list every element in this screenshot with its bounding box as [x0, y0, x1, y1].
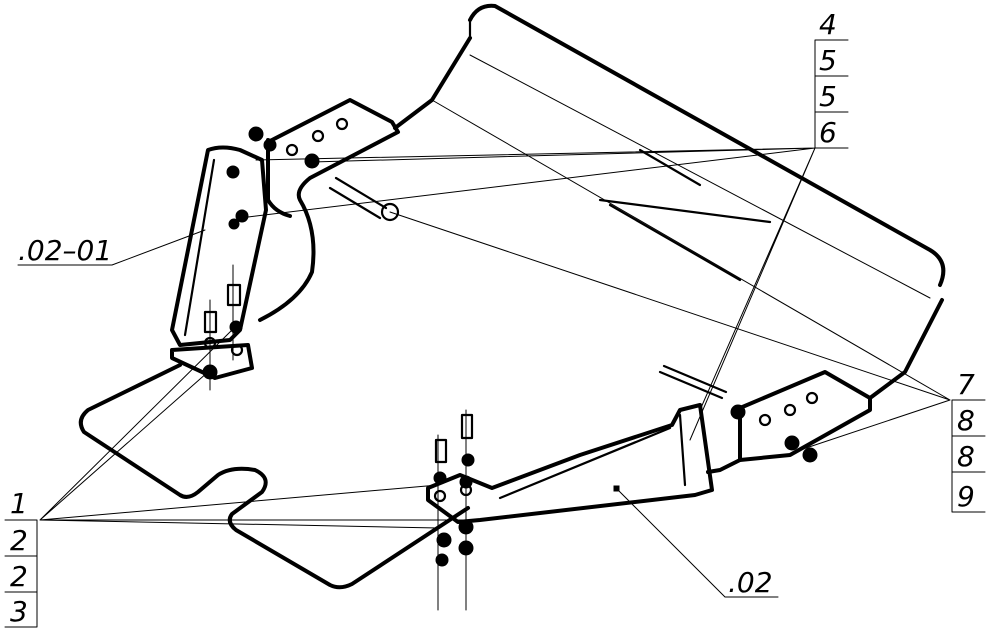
callout-5b: 5: [819, 80, 837, 113]
callout-group-left: 1 2 2 3: [4, 487, 38, 628]
callout-6: 6: [819, 116, 837, 149]
callout-5: 5: [819, 44, 837, 77]
callout-1: 1: [10, 487, 28, 520]
part-label-02-01: .02–01: [18, 234, 112, 267]
callout-8: 8: [957, 404, 975, 437]
fasteners: [202, 117, 819, 611]
leader-lines: [17, 99, 951, 598]
skid-plate: [78, 3, 946, 590]
callout-3: 3: [10, 595, 28, 628]
callout-7: 7: [957, 368, 975, 401]
callout-group-bottom-right: 7 8 8 9: [951, 368, 986, 513]
callout-8b: 8: [957, 440, 975, 473]
right-bracket: [706, 370, 872, 474]
part-label-02: .02: [728, 566, 773, 599]
callout-9: 9: [957, 480, 975, 513]
callout-group-top-right: 4 5 5 6: [814, 8, 849, 149]
left-bracket: [170, 98, 400, 380]
callout-4: 4: [819, 8, 837, 41]
bottom-bracket: [426, 403, 714, 524]
callout-2: 2: [10, 524, 28, 557]
callout-2b: 2: [10, 560, 28, 593]
